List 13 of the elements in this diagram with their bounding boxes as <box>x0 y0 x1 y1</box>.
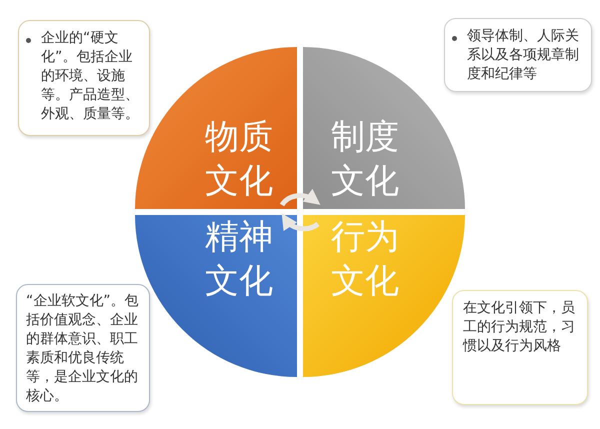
quadrant-label: 物质文化 <box>205 116 274 203</box>
callout-text: 在文化引领下，员工的行为规范，习惯以及行为风格 <box>463 299 576 356</box>
callout-box <box>452 290 588 405</box>
callout-box <box>16 284 150 412</box>
quadrant-label: 行为文化 <box>331 216 400 303</box>
callout-text: 领导体制、人际关系以及各项规章制度和纪律等 <box>467 27 580 84</box>
callout-text: “企业软文化”。包括价值观念、企业的群体意识、职工素质和优良传统等，是企业文化的核心。 <box>26 292 140 406</box>
quadrant-label: 精神文化 <box>205 216 274 303</box>
callout-box <box>444 18 592 92</box>
quadrant-label: 制度文化 <box>331 116 400 203</box>
callout-box <box>18 20 150 136</box>
cycle-arrow <box>280 188 321 206</box>
callout-text: 企业的“硬文化”。包括企业的环境、设施等。产品造型、外观、质量等。 <box>41 29 140 124</box>
